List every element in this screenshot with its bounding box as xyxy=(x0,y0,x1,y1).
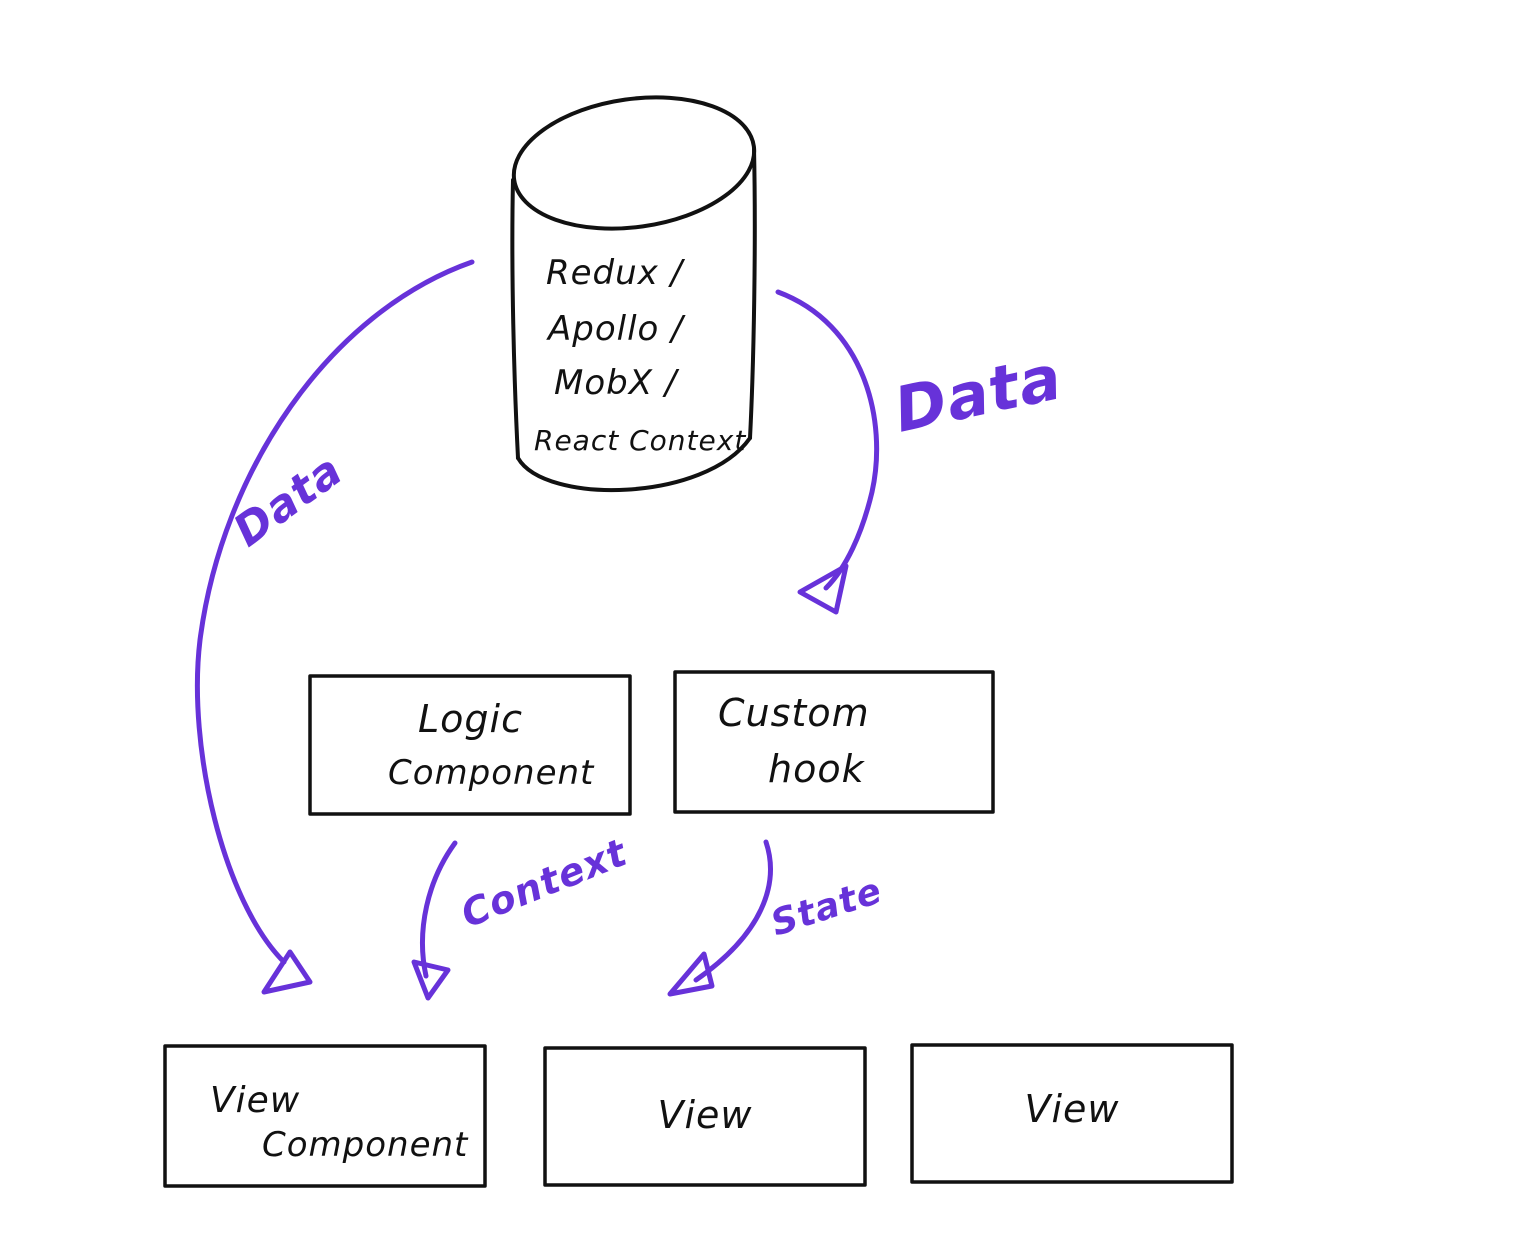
view-component-line-2: Component xyxy=(262,1125,469,1165)
data-arrow-left: Data xyxy=(194,259,475,995)
cylinder-text-line-2: Apollo / xyxy=(546,309,686,349)
state-arrow-head xyxy=(667,951,715,997)
data-arrow-left-label: Data xyxy=(224,445,352,557)
state-arrow-path xyxy=(693,839,773,983)
logic-component-box: Logic Component xyxy=(308,674,632,816)
view-middle-box: View xyxy=(543,1046,867,1187)
view-middle-label: View xyxy=(657,1093,752,1137)
custom-hook-line-2: hook xyxy=(768,747,866,791)
cylinder-text-line-3: MobX / xyxy=(554,363,680,403)
custom-hook-line-1: Custom xyxy=(718,691,870,735)
view-middle-rect xyxy=(543,1046,867,1187)
store-cylinder: Redux / Apollo / MobX / React Context xyxy=(510,95,757,493)
cylinder-text-line-4: React Context xyxy=(534,424,746,457)
data-arrow-right-label: Data xyxy=(888,340,1068,446)
context-arrow-path xyxy=(420,840,458,979)
context-arrow-head xyxy=(411,959,451,1001)
context-arrow: Context xyxy=(411,830,634,1001)
cylinder-text-line-1: Redux / xyxy=(546,253,686,293)
logic-component-line-2: Component xyxy=(388,753,595,793)
view-component-box: View Component xyxy=(163,1044,487,1188)
cylinder-left-side xyxy=(510,178,520,460)
view-component-rect xyxy=(163,1044,487,1188)
data-arrow-right-head xyxy=(797,563,849,615)
data-arrow-right-path xyxy=(775,289,880,591)
data-arrow-left-head xyxy=(261,949,313,995)
logic-component-rect xyxy=(308,674,632,816)
data-arrow-left-path xyxy=(194,259,475,965)
state-arrow: State xyxy=(667,839,887,997)
view-component-line-1: View xyxy=(210,1080,300,1121)
cylinder-top-ellipse xyxy=(511,95,757,231)
custom-hook-rect xyxy=(673,670,995,814)
data-arrow-right: Data xyxy=(775,289,1068,615)
cylinder-right-side xyxy=(748,146,757,440)
state-arrow-label: State xyxy=(766,870,887,944)
view-right-rect xyxy=(910,1043,1234,1184)
context-arrow-label: Context xyxy=(455,830,634,937)
view-right-box: View xyxy=(910,1043,1234,1184)
view-right-label: View xyxy=(1024,1087,1119,1131)
logic-component-line-1: Logic xyxy=(418,697,523,741)
custom-hook-box: Custom hook xyxy=(673,670,995,814)
cylinder-bottom-arc xyxy=(516,436,752,493)
